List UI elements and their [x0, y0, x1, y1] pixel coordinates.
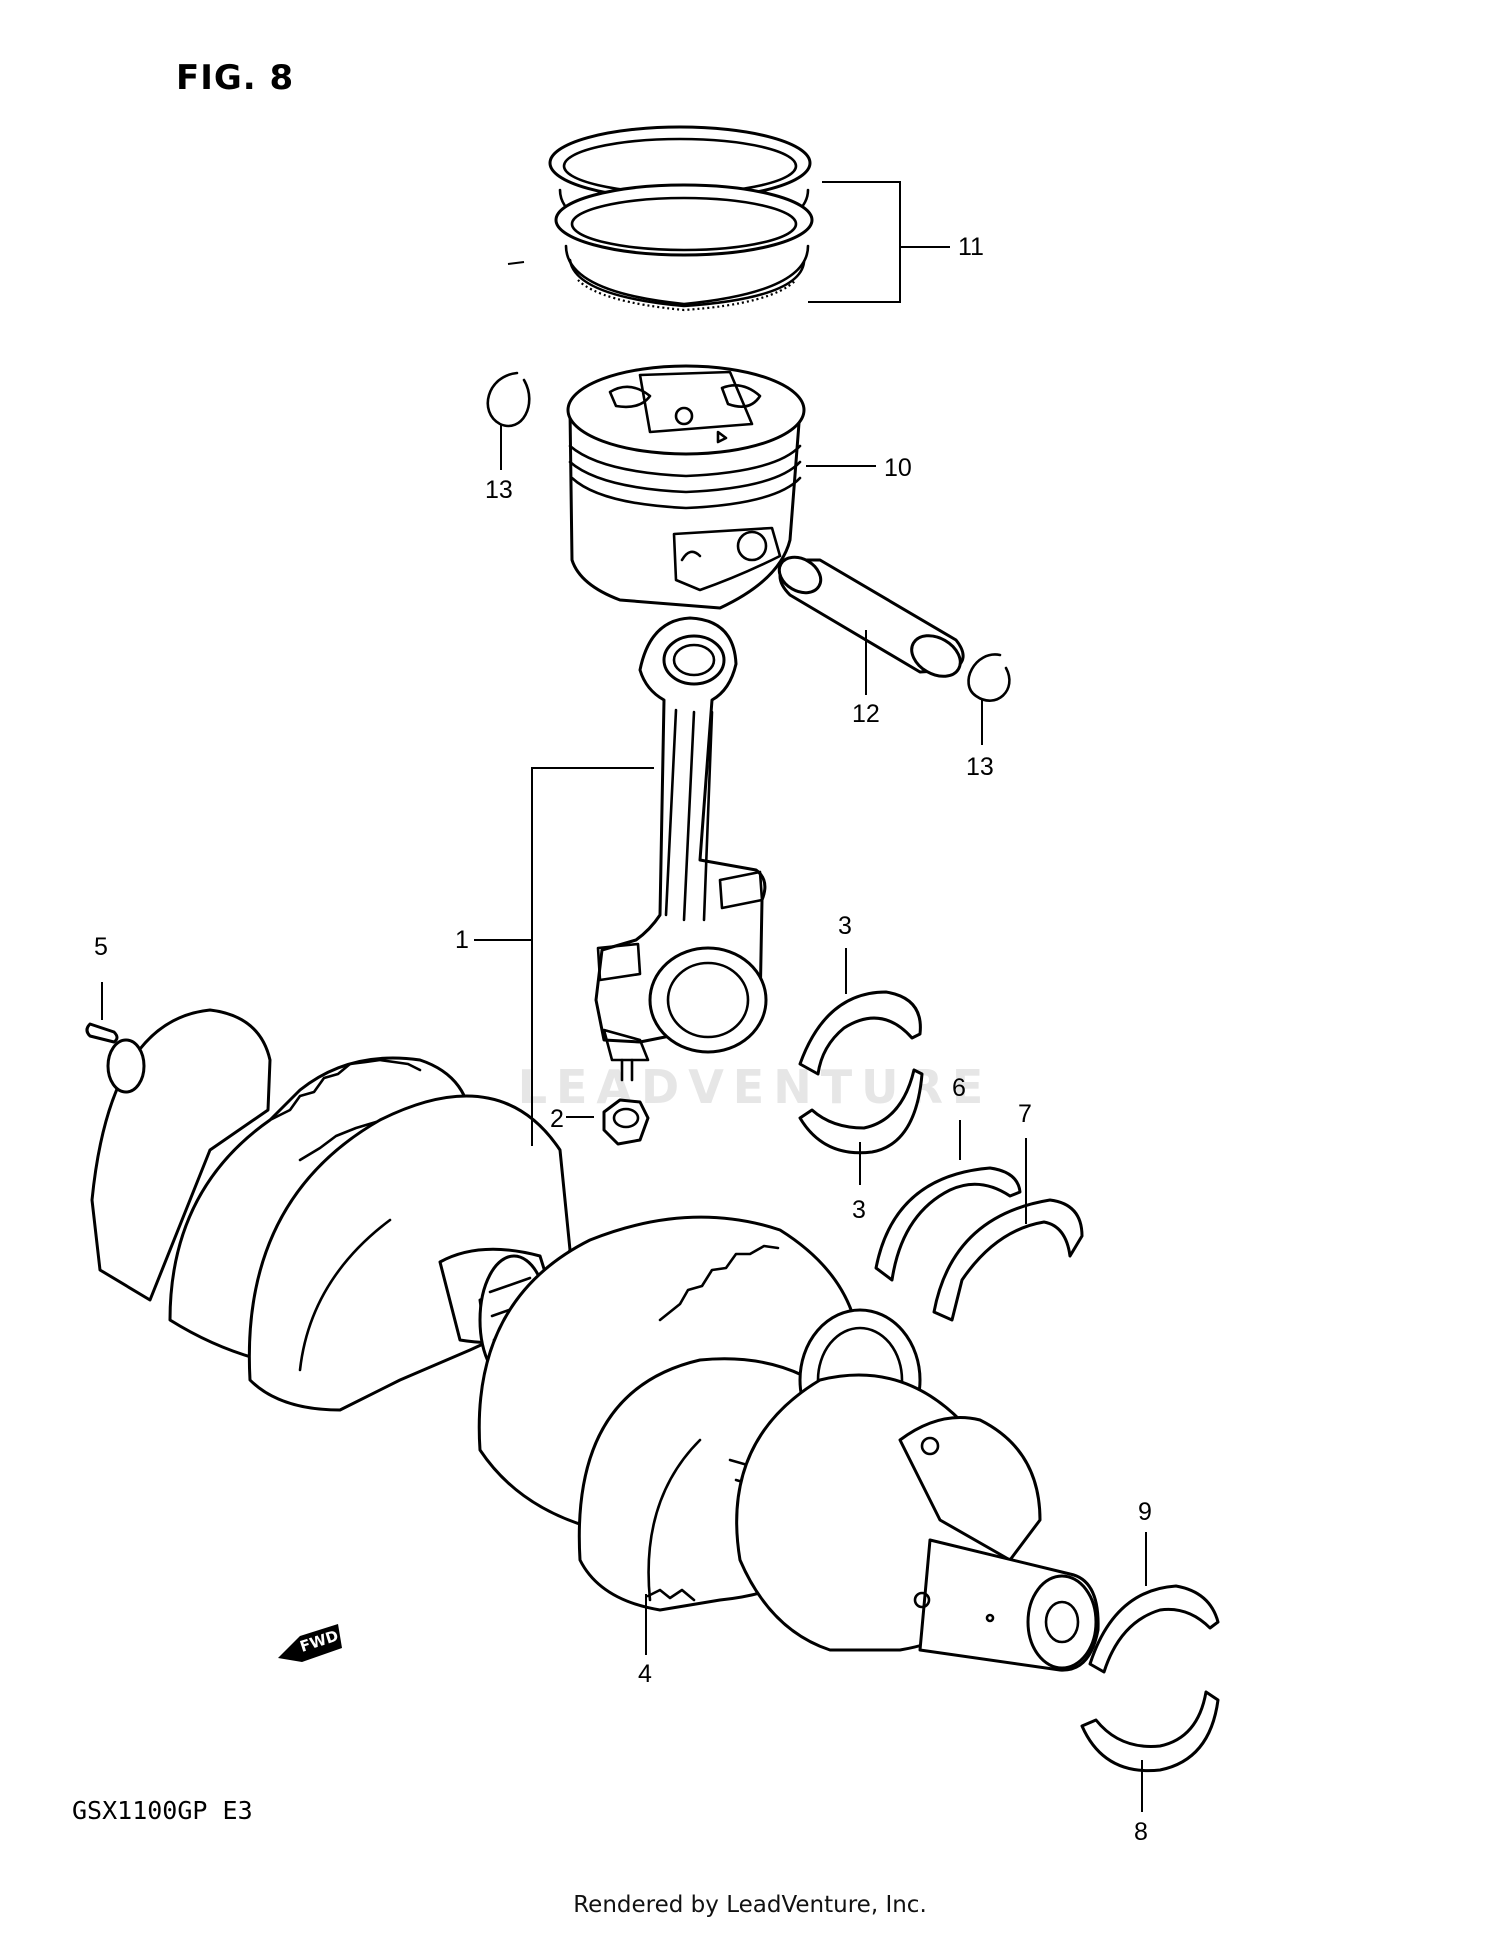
- callout-9: 9: [1138, 1498, 1152, 1526]
- callout-10: 10: [884, 454, 912, 482]
- figure-title: FIG. 8: [176, 58, 295, 98]
- conrod-bearing-upper[interactable]: [798, 990, 922, 1076]
- callout-13-left: 13: [485, 476, 513, 504]
- piston[interactable]: [566, 364, 806, 610]
- crankshaft[interactable]: [90, 1008, 1100, 1672]
- conrod-bearing-lower[interactable]: [798, 1068, 924, 1155]
- callout-6: 6: [952, 1074, 966, 1102]
- crank-bearing-lower[interactable]: [1080, 1690, 1220, 1773]
- footer-credit: Rendered by LeadVenture, Inc.: [573, 1892, 927, 1918]
- callout-3-lower: 3: [852, 1196, 866, 1224]
- callout-3-upper: 3: [838, 912, 852, 940]
- callout-7: 7: [1018, 1100, 1032, 1128]
- thrust-bearing-7[interactable]: [932, 1198, 1084, 1322]
- model-code: GSX1100GP E3: [72, 1796, 253, 1825]
- rod-nut[interactable]: [602, 1098, 650, 1146]
- callout-1: 1: [455, 926, 469, 954]
- circlip-left[interactable]: [486, 371, 531, 428]
- callout-11: 11: [958, 233, 984, 261]
- dowel-pin[interactable]: [85, 1022, 119, 1044]
- callout-4: 4: [638, 1660, 652, 1688]
- thrust-bearing-6[interactable]: [874, 1166, 1022, 1282]
- connecting-rod[interactable]: [594, 616, 768, 1082]
- callout-labels: 11 10 13 12 13 1 2 3 3 5 6 7 4 9 8: [94, 233, 1152, 1846]
- callout-8: 8: [1134, 1818, 1148, 1846]
- circlip-right[interactable]: [967, 653, 1011, 702]
- piston-pin[interactable]: [773, 550, 968, 684]
- callout-2: 2: [550, 1105, 564, 1133]
- callout-12: 12: [852, 700, 880, 728]
- piston-ring-set[interactable]: [548, 125, 814, 312]
- callout-13-right: 13: [966, 753, 994, 781]
- forward-direction-arrow: FWD: [278, 1624, 342, 1662]
- callout-5: 5: [94, 933, 108, 961]
- crank-bearing-upper[interactable]: [1088, 1584, 1220, 1674]
- leader-lines: [101, 181, 1147, 1812]
